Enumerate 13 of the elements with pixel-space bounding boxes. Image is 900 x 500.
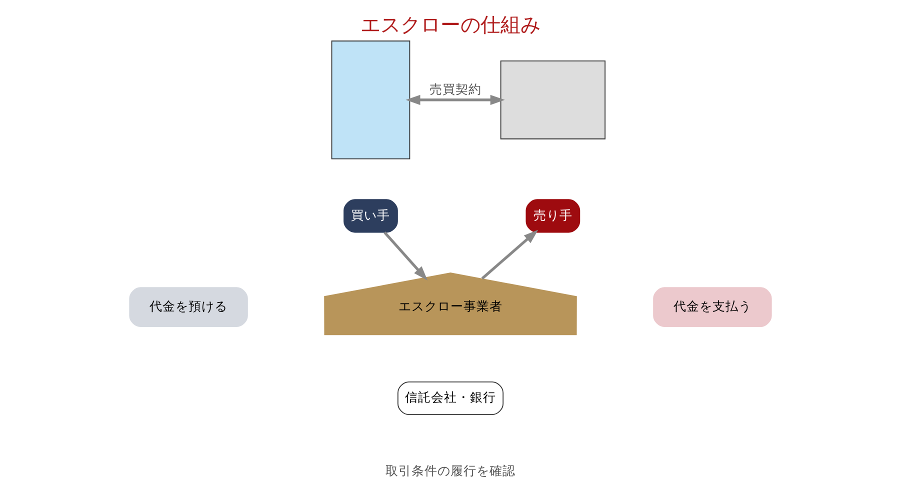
node-box [500,60,605,140]
node-box: 売り手 [525,199,580,233]
node-box [330,40,410,160]
node-box: 代金を預ける [128,287,248,328]
edge-label: 売買契約 [428,82,481,97]
arrow [480,230,538,280]
arrow [383,232,428,281]
node-box: 買い手 [343,199,398,233]
diagram-title: エスクローの仕組み [360,12,540,37]
node-box: 代金を支払う [652,287,772,328]
label: 取引条件の履行を確認 [385,463,515,478]
node-box: 信託会社・銀行 [396,382,504,416]
arrow [405,94,504,105]
